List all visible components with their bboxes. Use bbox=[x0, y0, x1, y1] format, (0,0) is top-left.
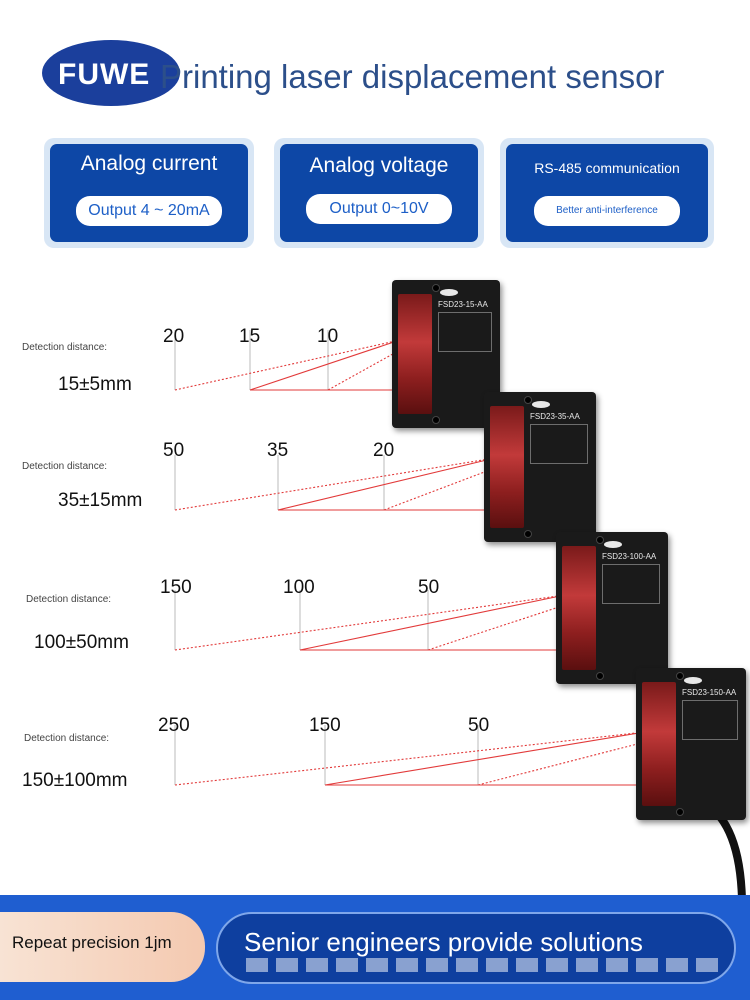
sensor-panel bbox=[438, 312, 492, 352]
sensor-device: FSD23-35-AA bbox=[484, 392, 596, 542]
detection-label: Detection distance: bbox=[26, 594, 112, 605]
footer-precision-badge bbox=[0, 912, 205, 982]
tick-label: 10 bbox=[317, 326, 339, 347]
sensor-model: FSD23-100-AA bbox=[602, 552, 657, 561]
tick-label: 150 bbox=[309, 715, 341, 736]
mount-hole-icon bbox=[596, 536, 604, 544]
range-label: 35±15mm bbox=[58, 490, 143, 511]
tick-label: 150 bbox=[160, 577, 192, 598]
tick-label: 250 bbox=[158, 715, 190, 736]
tick-label: 50 bbox=[418, 577, 440, 598]
brand-logo bbox=[42, 40, 180, 106]
sensor-device: FSD23-15-AA bbox=[392, 280, 500, 428]
sensor-device: FSD23-100-AA bbox=[556, 532, 668, 684]
mount-hole-icon bbox=[676, 808, 684, 816]
range-label: 15±5mm bbox=[58, 374, 132, 395]
tick-label: 15 bbox=[239, 326, 261, 347]
sensor-logo-icon bbox=[532, 401, 550, 408]
mount-hole-icon bbox=[432, 284, 440, 292]
brand-name: FUWE bbox=[58, 58, 151, 91]
card-pill: Output 0~10V bbox=[306, 194, 452, 224]
page-title: Printing laser displacement sensor bbox=[160, 58, 665, 95]
mount-hole-icon bbox=[676, 672, 684, 680]
sensor-model: FSD23-35-AA bbox=[530, 412, 580, 421]
card-title: RS-485 communication bbox=[534, 160, 680, 176]
range-label: 100±50mm bbox=[34, 632, 129, 653]
card-pill: Output 4 ~ 20mA bbox=[76, 196, 222, 226]
sensor-model: FSD23-15-AA bbox=[438, 300, 488, 309]
detection-label: Detection distance: bbox=[22, 461, 108, 472]
sensor-lens bbox=[642, 682, 676, 806]
detection-diagram: Detection distance: 15±5mm 20 15 10 Dete… bbox=[0, 260, 750, 900]
sensor-logo-icon bbox=[440, 289, 458, 296]
laser-beams bbox=[174, 330, 746, 900]
detection-label: Detection distance: bbox=[24, 733, 110, 744]
footer-solutions-text: Senior engineers provide solutions bbox=[244, 927, 643, 957]
sensor-logo-icon bbox=[604, 541, 622, 548]
sensor-panel bbox=[530, 424, 588, 464]
sensor-lens bbox=[562, 546, 596, 670]
card-title: Analog voltage bbox=[309, 154, 449, 177]
detection-label: Detection distance: bbox=[22, 342, 108, 353]
tick-label: 20 bbox=[163, 326, 185, 347]
mount-hole-icon bbox=[432, 416, 440, 424]
feature-card-analog-current: Analog current Output 4 ~ 20mA bbox=[44, 138, 254, 248]
card-title: Analog current bbox=[80, 152, 218, 175]
tick-label: 50 bbox=[468, 715, 490, 736]
sensor-panel bbox=[602, 564, 660, 604]
tick-label: 35 bbox=[267, 440, 289, 461]
tick-label: 20 bbox=[373, 440, 395, 461]
range-label: 150±100mm bbox=[22, 770, 128, 791]
sensor-lens bbox=[398, 294, 432, 414]
footer-solutions-badge bbox=[216, 912, 736, 984]
tick-label: 100 bbox=[283, 577, 315, 598]
footer-decor bbox=[246, 958, 726, 972]
sensor-model: FSD23-150-AA bbox=[682, 688, 737, 697]
sensor-panel bbox=[682, 700, 738, 740]
card-pill: Better anti-interference bbox=[534, 196, 680, 226]
feature-card-rs485: RS-485 communication Better anti-interfe… bbox=[500, 138, 714, 248]
sensor-device: FSD23-150-AA bbox=[636, 668, 746, 820]
tick-label: 50 bbox=[163, 440, 185, 461]
mount-hole-icon bbox=[524, 530, 532, 538]
mount-hole-icon bbox=[596, 672, 604, 680]
sensor-logo-icon bbox=[684, 677, 702, 684]
feature-card-analog-voltage: Analog voltage Output 0~10V bbox=[274, 138, 484, 248]
mount-hole-icon bbox=[524, 396, 532, 404]
sensor-lens bbox=[490, 406, 524, 528]
footer-precision-text: Repeat precision 1jm bbox=[12, 933, 172, 952]
